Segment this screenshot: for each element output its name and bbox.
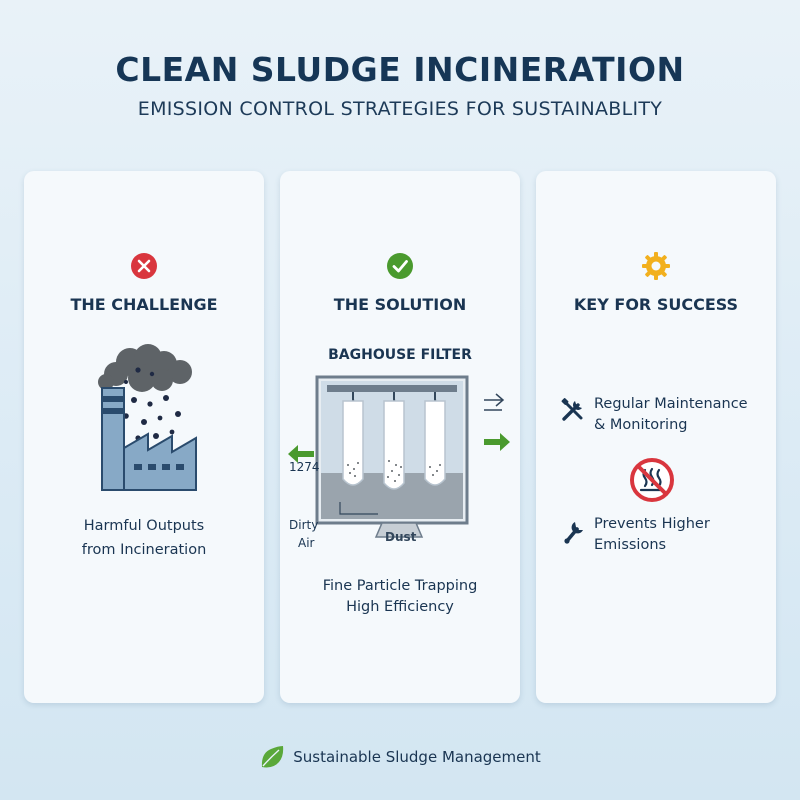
success-card: KEY FOR SUCCESS Regular Maintenance & Mo… [536,171,776,703]
x-circle-icon [131,253,157,279]
solution-caption-line1: Fine Particle Trapping [322,578,478,594]
baghouse-filter-title: BAGHOUSE FILTER [328,347,472,363]
page-subtitle: EMISSION CONTROL STRATEGIES FOR SUSTAINA… [137,98,663,120]
solution-title: THE SOLUTION [333,295,467,314]
dust-label: Dust [385,530,417,544]
check-circle-icon [387,253,413,279]
factory-smoke-icon [98,344,197,491]
wrench-icon [564,522,583,544]
dirty-air-label-line1: Dirty [289,518,319,532]
wrench-screwdriver-icon [561,398,583,421]
gear-icon [642,252,670,280]
success-item-3-line2: Emissions [594,537,667,553]
success-title: KEY FOR SUCCESS [573,295,739,314]
footer: Sustainable Sludge Management [0,744,800,774]
challenge-caption-line2: from Incineration [81,542,207,558]
baghouse-filter-diagram [288,375,510,538]
challenge-title: THE CHALLENGE [70,295,218,314]
challenge-card: THE CHALLENGE [24,171,264,703]
dirty-air-label-line2: Air [298,536,315,550]
leaf-icon [262,746,284,768]
success-item-1-line2: & Monitoring [594,417,688,433]
footer-text: Sustainable Sludge Management [293,748,541,766]
challenge-caption-line1: Harmful Outputs [83,518,205,534]
solution-card: THE SOLUTION BAGHOUSE FILTER [280,171,520,703]
solution-caption-line2: High Efficiency [346,599,454,615]
success-item-3-line1: Prevents Higher [594,516,710,532]
page-title: CLEAN SLUDGE INCINERATION [115,50,685,89]
success-item-1-line1: Regular Maintenance [594,396,748,412]
no-emissions-icon [630,458,674,502]
number-label: 1274 [289,460,320,474]
